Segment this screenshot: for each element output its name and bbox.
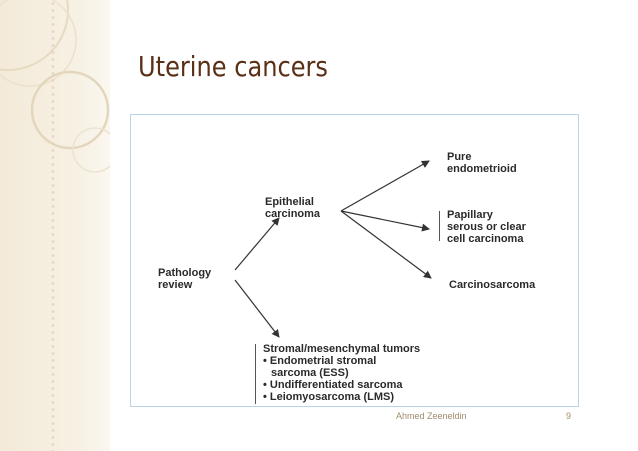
node-carcinosarcoma-line: Carcinosarcoma	[449, 279, 536, 291]
slide-title: Uterine cancers	[138, 50, 328, 83]
node-papillary-line: Papillary	[447, 209, 493, 221]
node-pathology-review-line: Pathology	[158, 267, 212, 279]
decorative-dots	[48, 0, 58, 451]
node-papillary: Papillary serous or clear cell carcinoma	[447, 209, 526, 245]
node-stromal-tumors: Stromal/mesenchymal tumors • Endometrial…	[263, 343, 420, 403]
arrow-root-to-stromal	[234, 279, 280, 338]
arrow-root-to-epithelial	[234, 217, 280, 271]
arrow-epithelial-to-pure	[340, 160, 430, 212]
node-stromal-line: • Endometrial stromal	[263, 355, 377, 367]
footer-author: Ahmed Zeeneldin	[396, 411, 467, 421]
arrow-epithelial-to-carcinosarcoma	[340, 210, 432, 279]
node-pure-line: Pure	[447, 151, 472, 163]
node-epithelial-carcinoma: Epithelial carcinoma	[265, 196, 320, 220]
bracket-papillary	[439, 211, 440, 241]
node-epithelial-line: Epithelial	[265, 196, 314, 208]
node-epithelial-line: carcinoma	[265, 208, 321, 220]
node-pathology-review-line: review	[158, 279, 193, 291]
node-stromal-line: sarcoma (ESS)	[271, 367, 349, 379]
node-pure-endometrioid: Pure endometrioid	[447, 151, 517, 175]
node-papillary-line: cell carcinoma	[447, 233, 524, 245]
page-number: 9	[566, 411, 572, 421]
node-pure-line: endometrioid	[447, 163, 517, 175]
node-stromal-line: • Leiomyosarcoma (LMS)	[263, 391, 394, 403]
arrow-epithelial-to-papillary	[340, 210, 430, 232]
node-stromal-line: Stromal/mesenchymal tumors	[263, 343, 421, 355]
node-carcinosarcoma: Carcinosarcoma	[449, 279, 535, 291]
decorative-circles	[0, 0, 110, 173]
bracket-stromal	[255, 344, 256, 404]
node-stromal-line: • Undifferentiated sarcoma	[263, 379, 403, 391]
node-pathology-review: Pathology review	[158, 267, 211, 291]
diagram-image: Pathology review Epithelial carcinoma Pu…	[130, 114, 579, 407]
diagram-arrows	[234, 160, 432, 338]
decorative-left-band	[0, 0, 110, 451]
node-papillary-line: serous or clear	[447, 221, 526, 233]
